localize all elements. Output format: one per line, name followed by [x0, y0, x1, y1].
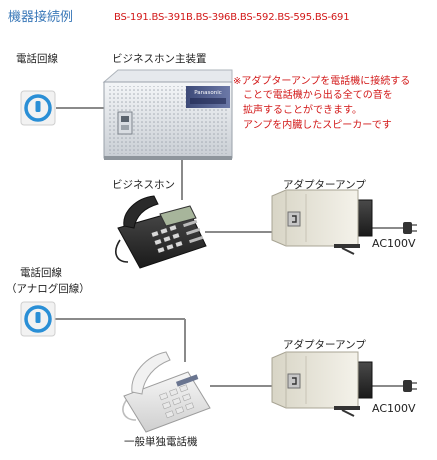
- note-line-3: 拡声することができます。: [243, 105, 362, 116]
- brand-label: Panasonic: [194, 90, 222, 96]
- wall-jack-icon: [20, 90, 56, 126]
- note-line-2: ことで電話機から出る全ての音を: [243, 90, 393, 101]
- business-phone-icon: [115, 195, 207, 269]
- wires: [55, 107, 404, 387]
- label-single-phone: 一般単独電話機: [124, 436, 198, 448]
- main-unit-icon: Panasonic: [102, 69, 233, 160]
- wall-jack-icon-2: [20, 301, 56, 337]
- label-adapter-amp-2: アダプターアンプ: [283, 339, 366, 351]
- adapter-amp-speaker-icon-2: [271, 351, 373, 417]
- label-phone-line: 電話回線: [16, 53, 58, 65]
- page-title: 機器接続例: [8, 10, 74, 25]
- ac-plug-icon: [403, 222, 417, 234]
- model-list: BS-191.BS-391B.BS-396B.BS-592.BS-595.BS-…: [114, 12, 350, 23]
- adapter-amp-speaker-icon: [271, 189, 373, 255]
- note-line-4: アンプを内臓したスピーカーです: [243, 120, 392, 131]
- label-ac-power-1: AC100V: [372, 237, 416, 250]
- label-adapter-amp-1: アダプターアンプ: [283, 179, 366, 191]
- label-main-unit: ビジネスホン主装置: [112, 53, 207, 65]
- label-business-phone: ビジネスホン: [112, 179, 175, 191]
- label-analog-line: （アナログ回線）: [6, 283, 90, 295]
- single-line-phone-icon: [122, 351, 211, 433]
- note-line-1: ※アダプターアンプを電話機に接続する: [233, 76, 411, 87]
- ac-plug-icon-2: [403, 380, 417, 392]
- label-ac-power-2: AC100V: [372, 402, 416, 415]
- label-phone-line-2: 電話回線: [20, 267, 62, 279]
